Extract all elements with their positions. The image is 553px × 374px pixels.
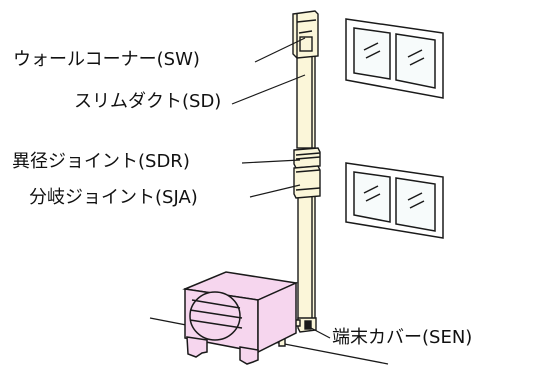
label-wall-corner: ウォールコーナー(SW) — [13, 49, 200, 70]
label-reducer-joint: 異径ジョイント(SDR) — [12, 151, 190, 172]
label-branch-joint: 分岐ジョイント(SJA) — [29, 187, 198, 208]
lower-window — [345, 162, 444, 239]
branch-joint — [293, 165, 321, 199]
outdoor-unit — [182, 271, 299, 365]
leader-lines — [231, 37, 331, 339]
label-end-cover: 端末カバー(SEN) — [332, 327, 473, 348]
reducer-joint — [293, 147, 321, 169]
upper-window — [345, 18, 444, 99]
label-slim-duct: スリムダクト(SD) — [74, 91, 222, 112]
wall-corner — [292, 10, 319, 59]
